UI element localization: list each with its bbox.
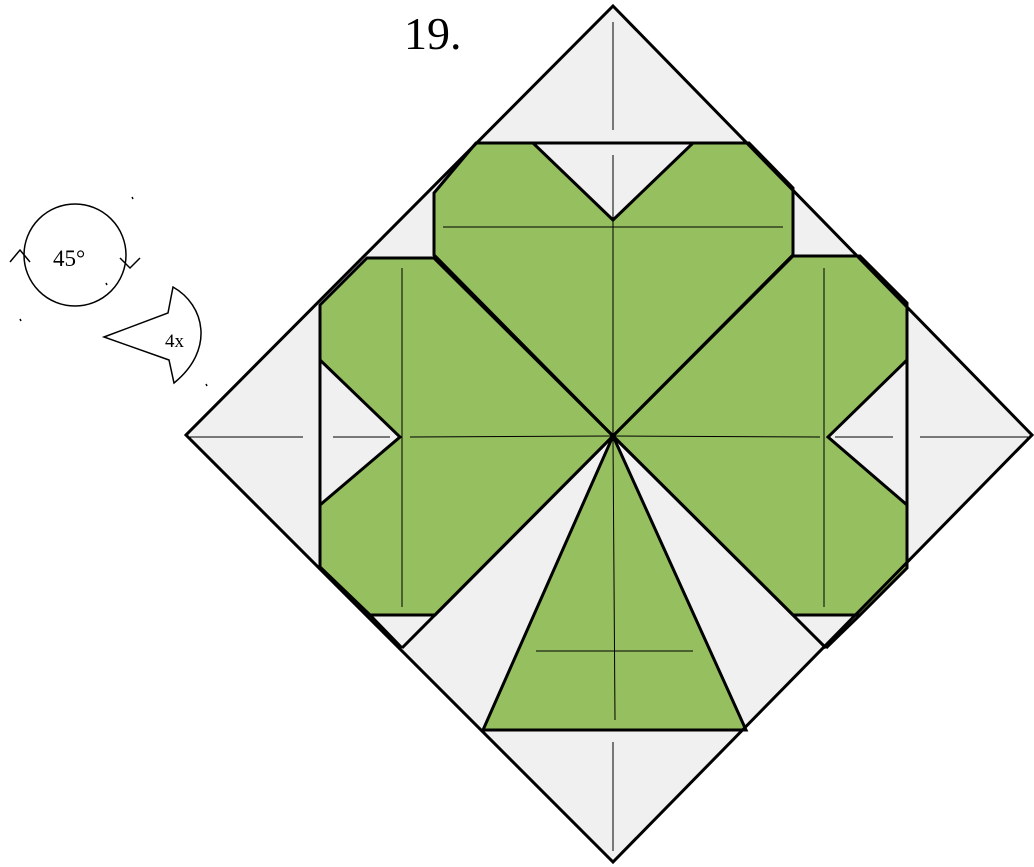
repeat-arrow-icon: 4x	[104, 287, 207, 386]
rotation-label: 45°	[53, 246, 85, 271]
step-number: 19.	[404, 8, 462, 59]
repeat-label: 4x	[165, 331, 185, 352]
rotate-45-icon: 45°	[10, 197, 140, 321]
